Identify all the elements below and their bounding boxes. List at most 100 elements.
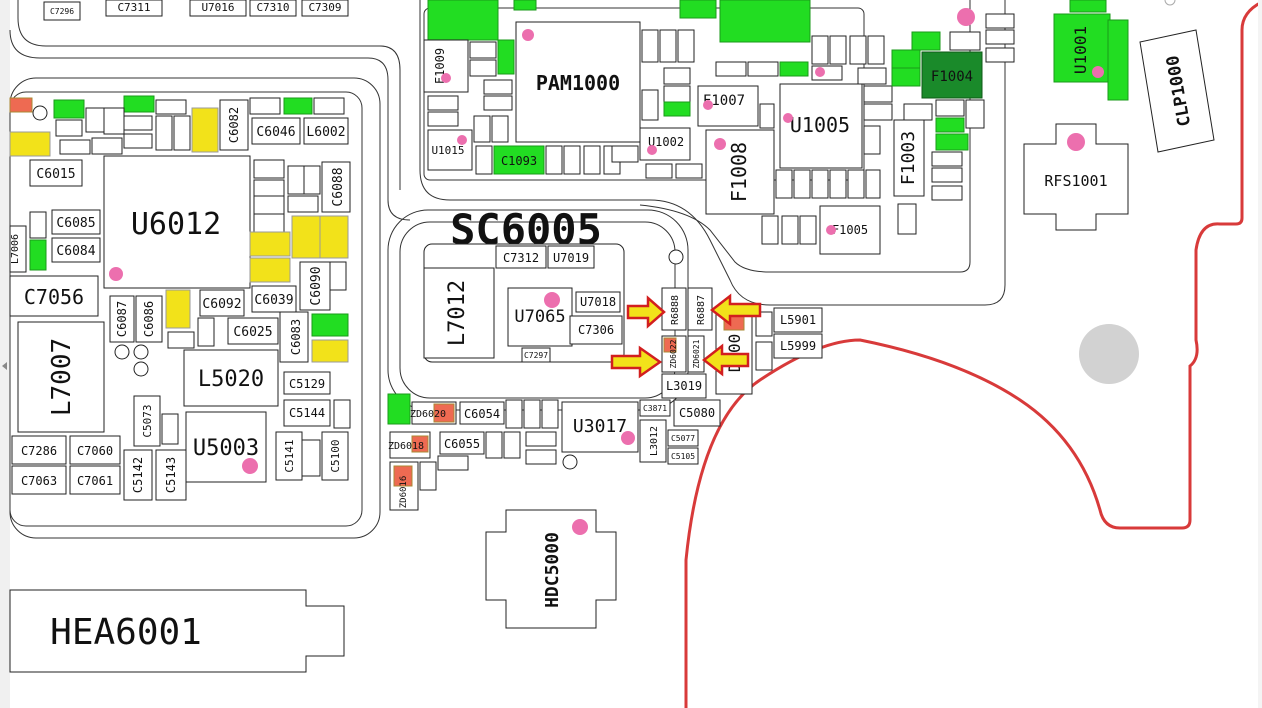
comp-r6021 xyxy=(437,455,469,471)
comp-c6055 xyxy=(439,431,485,455)
comp-green-top-u1001 xyxy=(1069,0,1107,13)
comp-c5073 xyxy=(133,395,161,447)
comp-small-9 xyxy=(173,115,191,151)
label-c5143: C5143 xyxy=(164,457,178,493)
testpoint-15 xyxy=(957,8,975,26)
label-u7019: U7019 xyxy=(553,251,589,265)
comp-yellow-r6029 xyxy=(319,215,349,259)
comp-f1009 xyxy=(423,39,469,93)
label-zd6018: ZD6018 xyxy=(388,441,424,452)
comp-c7311 xyxy=(105,0,163,17)
comp-small-5 xyxy=(103,107,125,135)
scroll-left-icon[interactable] xyxy=(2,362,7,370)
label-l5901: L5901 xyxy=(780,313,816,327)
comp-c5143 xyxy=(155,449,187,501)
comp-l1091 xyxy=(863,85,893,103)
label-c7310: C7310 xyxy=(256,1,289,14)
fiducial-4 xyxy=(133,361,149,377)
label-c3871: C3871 xyxy=(643,404,667,413)
label-c6046: C6046 xyxy=(256,125,295,140)
label-l7006: L7006 xyxy=(10,234,21,264)
label-c5077: C5077 xyxy=(671,434,695,443)
comp-c1904 xyxy=(659,29,677,63)
label-c7306: C7306 xyxy=(578,323,614,337)
comp-green-c1118 xyxy=(935,133,969,151)
label-l3012: L3012 xyxy=(649,426,660,456)
label-c5073: C5073 xyxy=(141,404,154,437)
comp-l1022 xyxy=(965,99,985,129)
comp-c5110 xyxy=(301,439,321,477)
comp-green-u100 xyxy=(719,0,811,43)
testpoint-11 xyxy=(714,138,726,150)
label-c5129: C5129 xyxy=(289,377,325,391)
comp-green-c7055 xyxy=(29,239,47,271)
comp-r1089 xyxy=(811,35,829,65)
label-c7060: C7060 xyxy=(77,444,113,458)
comp-green-c1069 xyxy=(891,67,921,87)
comp-l6002 xyxy=(303,117,349,145)
label-l6002: L6002 xyxy=(306,125,345,140)
testpoint-6 xyxy=(441,73,451,83)
comp-c6039 xyxy=(251,285,297,313)
comp-c6041 xyxy=(253,213,285,233)
comp-c6014 xyxy=(287,165,305,195)
comp-l7007 xyxy=(17,321,105,433)
comp-c7296 xyxy=(43,1,81,21)
board-outline-upper-left xyxy=(9,29,411,221)
label-c1093: C1093 xyxy=(501,154,537,168)
comp-c1034 xyxy=(611,145,639,163)
comp-l1030 xyxy=(985,13,1015,29)
label-pam1000: PAM1000 xyxy=(536,71,620,95)
comp-red-zd6016 xyxy=(393,465,413,487)
comp-c5080 xyxy=(673,399,721,427)
comp-c1911 xyxy=(663,67,691,85)
fiducial-5 xyxy=(562,454,578,470)
comp-red-zd6018 xyxy=(411,435,429,453)
comp-l7012 xyxy=(423,267,495,359)
comp-c6054 xyxy=(459,401,505,425)
comp-yellow-r6097 xyxy=(165,289,191,329)
label-c7309: C7309 xyxy=(308,1,341,14)
label-c5105: C5105 xyxy=(671,452,695,461)
comp-c6031 xyxy=(541,399,559,429)
testpoint-4 xyxy=(621,431,635,445)
comp-c6090 xyxy=(299,261,331,311)
comp-c7297 xyxy=(521,347,551,363)
comp-c6091 xyxy=(329,261,347,291)
comp-c5144 xyxy=(283,399,331,427)
label-c6092: C6092 xyxy=(202,297,241,312)
testpoint-16 xyxy=(1092,66,1104,78)
comp-l1021 xyxy=(793,169,811,199)
comp-l1083 xyxy=(427,111,459,127)
arrow-left-lower xyxy=(701,343,750,377)
comp-c1095 xyxy=(563,145,581,175)
comp-c1085 xyxy=(483,79,513,95)
comp-pam1000 xyxy=(515,21,641,143)
label-c6083: C6083 xyxy=(289,319,303,355)
comp-small-6 xyxy=(123,115,153,131)
comp-c7309 xyxy=(301,0,349,17)
comp-c5105 xyxy=(667,447,699,465)
comp-c6043 xyxy=(253,179,285,199)
label-u1002: U1002 xyxy=(648,135,684,149)
comp-r1084 xyxy=(897,203,917,235)
comp-c6059 xyxy=(485,431,503,459)
comp-c5077 xyxy=(667,429,699,447)
comp-c7286 xyxy=(11,435,67,465)
label-c7286: C7286 xyxy=(21,444,57,458)
label-zd6020: ZD6020 xyxy=(410,409,446,420)
comp-clp1000 xyxy=(1139,29,1215,153)
comp-c6092 xyxy=(199,289,245,317)
label-zd6016: ZD6016 xyxy=(399,476,409,509)
comp-l7006 xyxy=(9,225,27,273)
comp-red-left xyxy=(9,97,33,113)
comp-c1093 xyxy=(493,145,545,175)
comp-c7061 xyxy=(69,465,121,495)
comp-l1063 xyxy=(747,61,779,77)
comp-u7018 xyxy=(575,291,621,313)
testpoint-17 xyxy=(1067,133,1085,151)
comp-c1055 xyxy=(781,215,799,245)
comp-l1071 xyxy=(663,85,691,103)
label-rfs1001: RFS1001 xyxy=(1044,172,1107,190)
comp-l1906 xyxy=(675,163,703,179)
